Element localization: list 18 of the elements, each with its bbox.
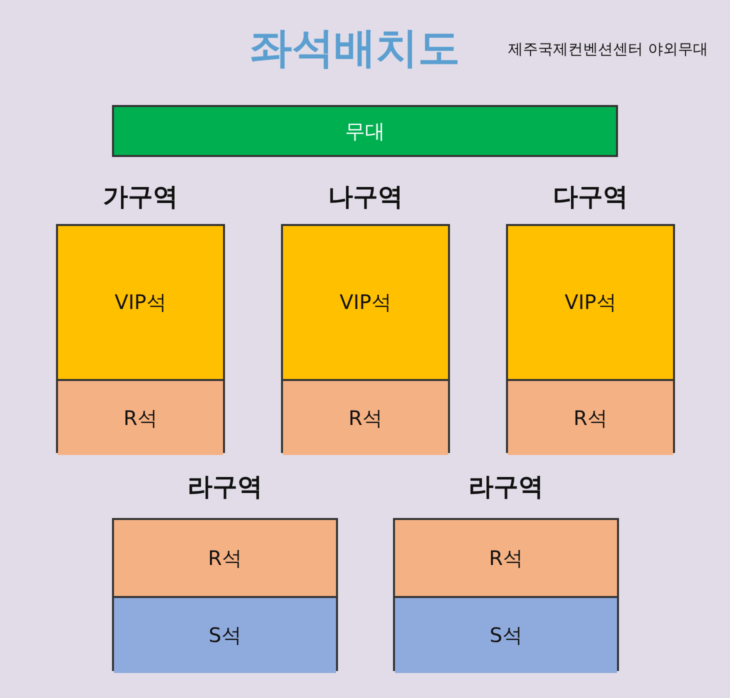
seat-block: S석 [114, 596, 336, 673]
section-heading: 가구역 [102, 181, 179, 213]
section-heading: 다구역 [552, 181, 629, 213]
seat-block: VIP석 [58, 226, 223, 379]
seat-block: VIP석 [283, 226, 448, 379]
section-heading: 라구역 [186, 471, 264, 503]
title: 좌석배치도 [250, 22, 460, 74]
seat-block: R석 [58, 379, 223, 455]
section-heading: 라구역 [468, 471, 544, 503]
seat-block: R석 [114, 520, 336, 596]
stage-box: 무대 [112, 105, 618, 157]
venue-name: 제주국제컨벤션센터 야외무대 [508, 40, 708, 59]
seat-block: R석 [283, 379, 448, 455]
seat-block: R석 [508, 379, 673, 455]
seat-block: R석 [395, 520, 617, 596]
section-heading: 나구역 [327, 181, 404, 213]
seat-block: VIP석 [508, 226, 673, 379]
seat-block: S석 [395, 596, 617, 673]
